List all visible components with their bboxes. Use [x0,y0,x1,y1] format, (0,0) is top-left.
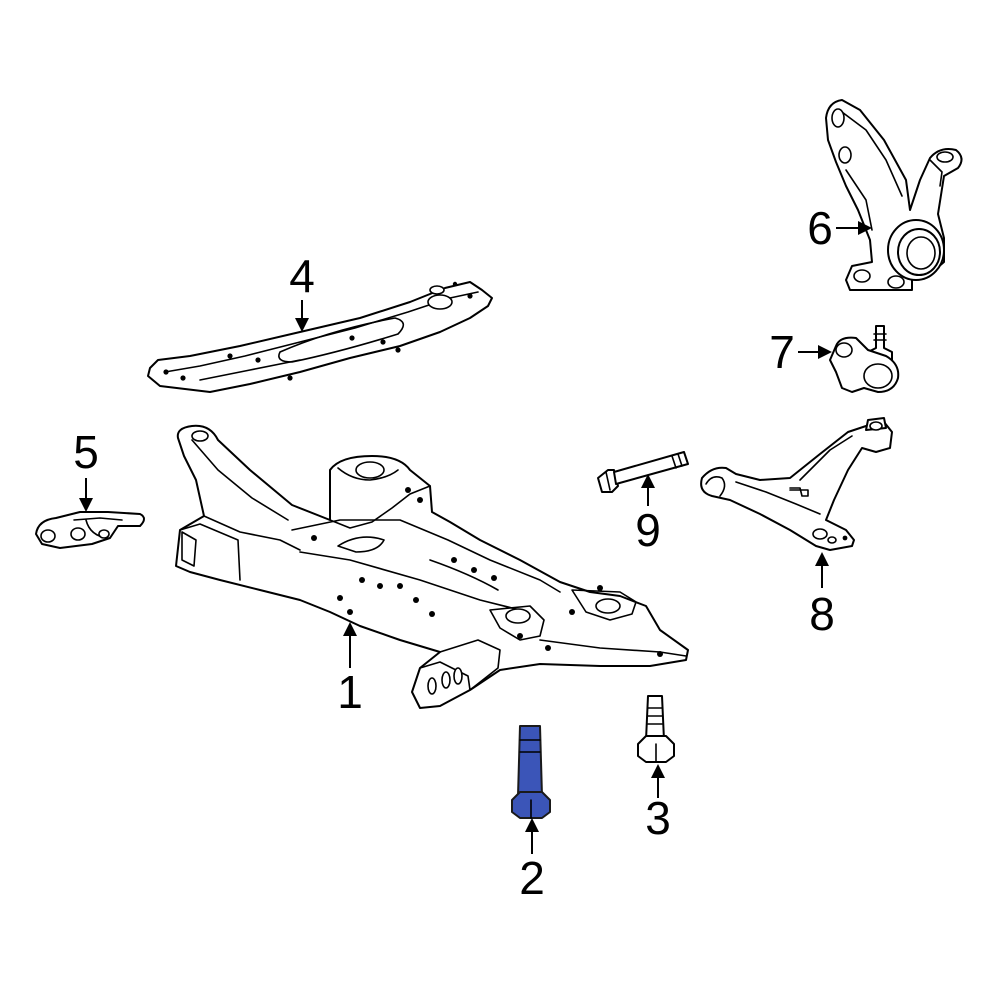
callout-arrow-8 [815,552,829,588]
part-8-lower-control-arm[interactable] [700,417,893,551]
part-4-crossmember-brace[interactable] [147,281,493,393]
callout-label-2[interactable]: 2 [519,852,545,904]
callout-label-3[interactable]: 3 [645,792,671,844]
part-5-mount-bracket[interactable] [35,511,145,549]
callout-arrow-2 [525,818,539,854]
callout-arrow-3 [651,764,665,798]
part-6-steering-knuckle[interactable] [825,99,963,291]
callout-arrow-1 [343,622,357,668]
callout-label-7[interactable]: 7 [769,326,795,378]
part-1-subframe[interactable] [175,424,689,709]
callout-label-4[interactable]: 4 [289,250,315,302]
callout-label-6[interactable]: 6 [807,202,833,254]
part-7-ball-joint[interactable] [829,325,900,393]
callout-label-1[interactable]: 1 [337,666,363,718]
callout-arrow-6 [836,221,872,235]
callout-arrow-4 [295,300,309,332]
callout-arrow-9 [641,474,655,506]
part-2-bolt-highlighted[interactable] [511,725,551,819]
part-9-bolt[interactable] [597,451,689,493]
callout-label-9[interactable]: 9 [635,504,661,556]
callout-arrow-5 [79,478,93,512]
callout-label-5[interactable]: 5 [73,426,99,478]
callout-label-8[interactable]: 8 [809,588,835,640]
callout-arrow-7 [798,345,832,359]
part-3-stud-bolt[interactable] [637,695,675,763]
